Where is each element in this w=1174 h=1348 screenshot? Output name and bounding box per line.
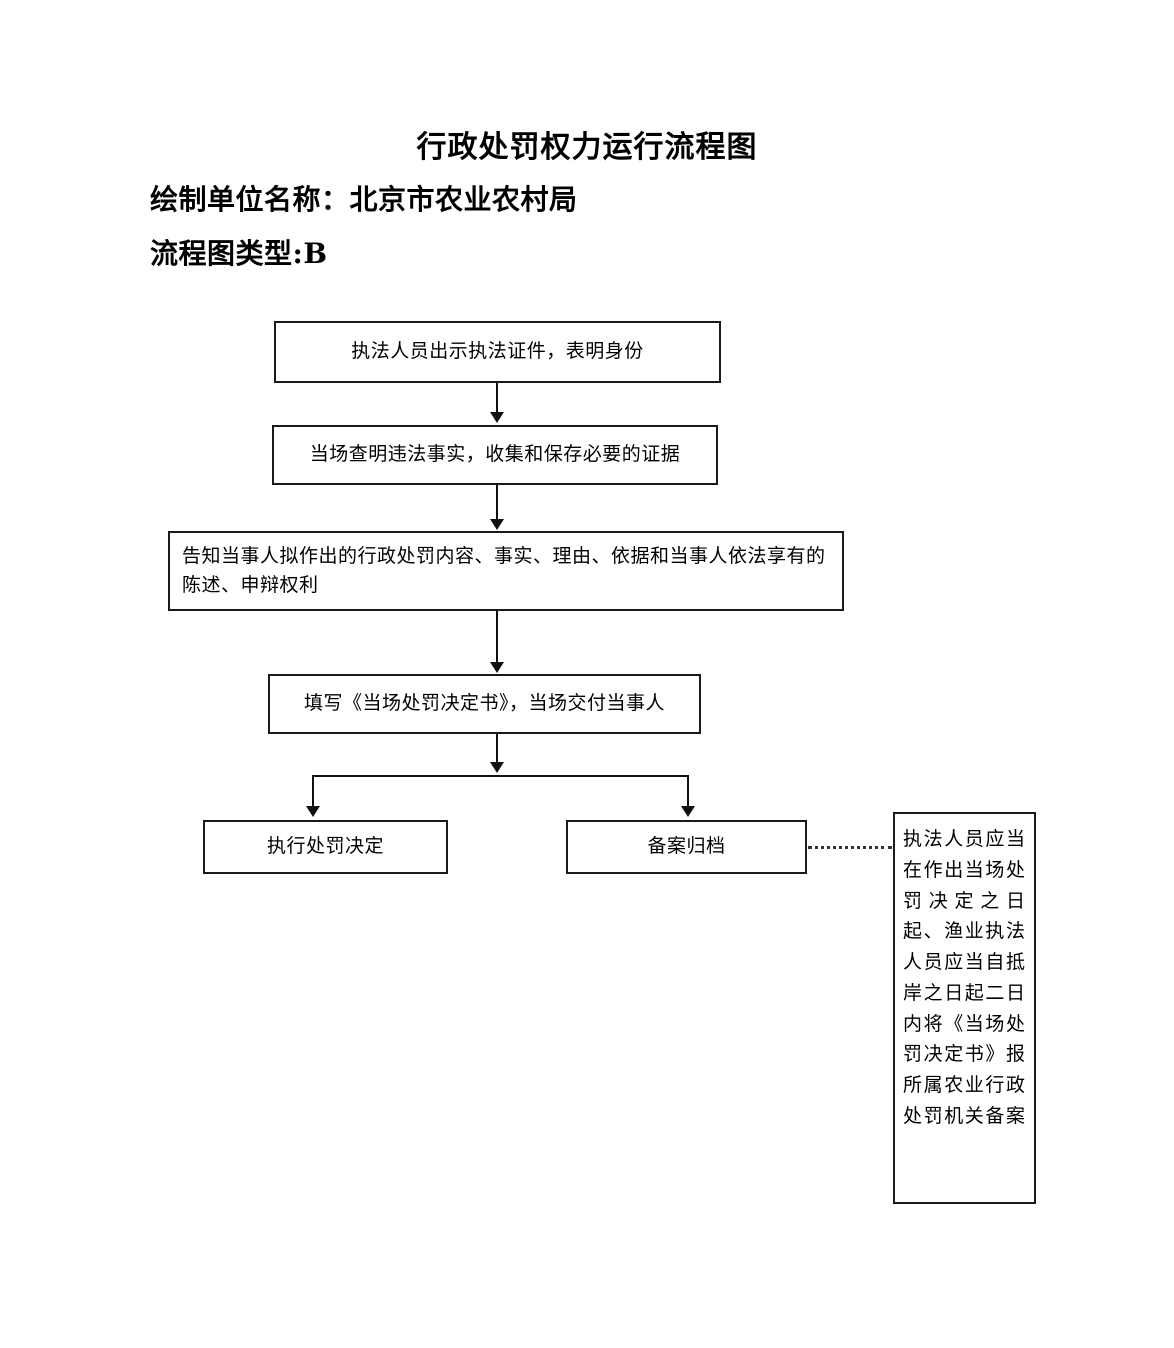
flow-node-label: 当场查明违法事实，收集和保存必要的证据	[309, 443, 681, 466]
flow-node-label: 告知当事人拟作出的行政处罚内容、事实、理由、依据和当事人依法享有的陈述、申辩权利	[182, 544, 826, 596]
flow-note-filing-deadline: 执法人员应当在作出当场处罚决定之日起、渔业执法人员应当自抵岸之日起二日内将《当场…	[893, 812, 1036, 1204]
connector-bus-n6-line	[687, 775, 689, 808]
flow-node-inform-party: 告知当事人拟作出的行政处罚内容、事实、理由、依据和当事人依法享有的陈述、申辩权利	[168, 531, 844, 611]
flow-node-label: 执行处罚决定	[266, 835, 384, 858]
page-title: 行政处罚权力运行流程图	[416, 130, 758, 165]
connector-n2-n3-arrow	[490, 519, 504, 530]
connector-n4-split-line	[496, 734, 498, 765]
connector-bus-n5-arrow	[306, 806, 320, 817]
connector-n1-n2-arrow	[490, 412, 504, 423]
connector-n3-n4-arrow	[490, 662, 504, 673]
connector-n2-n3-line	[496, 485, 498, 520]
flow-node-verify-facts: 当场查明违法事实，收集和保存必要的证据	[272, 425, 718, 485]
flow-node-execute-penalty: 执行处罚决定	[203, 820, 448, 874]
connector-split-bus	[312, 775, 689, 777]
connector-n3-n4-line	[496, 611, 498, 663]
flow-node-label: 备案归档	[647, 835, 726, 858]
flow-node-label: 执法人员出示执法证件，表明身份	[351, 340, 644, 363]
drawing-unit-name: 绘制单位名称：北京市农业农村局	[150, 183, 578, 216]
connector-bus-n5-line	[312, 775, 314, 808]
connector-bus-n6-arrow	[681, 806, 695, 817]
connector-n4-split-arrow	[490, 762, 504, 773]
flow-node-show-credentials: 执法人员出示执法证件，表明身份	[274, 321, 721, 383]
flowchart-type: 流程图类型:B	[150, 237, 328, 270]
connector-n6-note-dotted	[808, 846, 892, 849]
flow-node-fill-decision: 填写《当场处罚决定书》，当场交付当事人	[268, 674, 701, 734]
flow-node-label: 填写《当场处罚决定书》，当场交付当事人	[303, 692, 665, 715]
connector-n1-n2-line	[496, 383, 498, 414]
flow-node-file-record: 备案归档	[566, 820, 807, 874]
